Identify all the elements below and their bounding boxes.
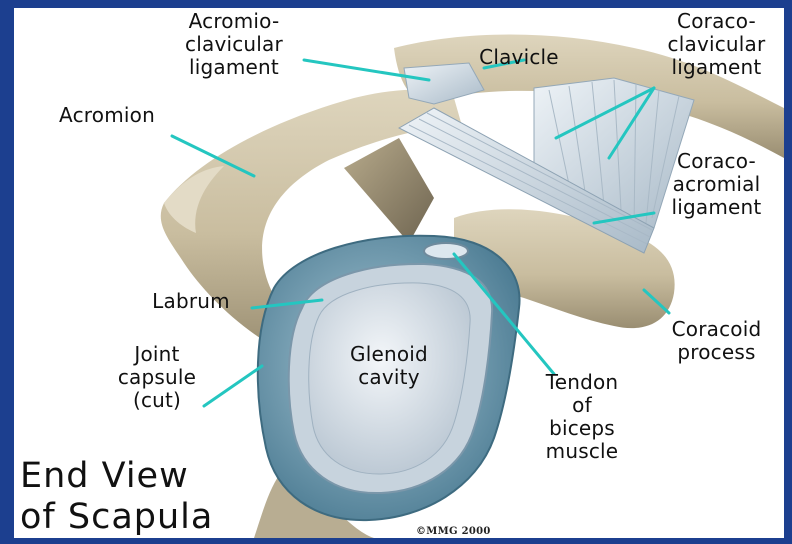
label-glenoid-cavity: Glenoid cavity — [319, 343, 459, 389]
label-coracoid-process: Coracoid process — [654, 318, 779, 364]
label-coracoclavicular-ligament: Coraco- clavicular ligament — [654, 10, 779, 79]
label-acromioclavicular-ligament: Acromio- clavicular ligament — [164, 10, 304, 79]
leader-joint-capsule — [204, 366, 262, 406]
biceps-tendon-origin — [424, 243, 468, 259]
copyright-notice: ©MMG 2000 — [416, 526, 491, 537]
label-clavicle: Clavicle — [469, 46, 569, 69]
scapula-spine-shadow — [344, 138, 434, 243]
label-labrum: Labrum — [126, 290, 256, 313]
diagram-panel: Acromio- clavicular ligament Clavicle Co… — [14, 8, 784, 538]
label-acromion: Acromion — [32, 104, 182, 127]
diagram-title: End View of Scapula — [20, 456, 300, 538]
acromioclavicular-ligament — [404, 63, 484, 104]
label-joint-capsule: Joint capsule (cut) — [102, 343, 212, 412]
label-tendon-of-biceps: Tendon of biceps muscle — [522, 371, 642, 463]
label-coracoacromial-ligament: Coraco- acromial ligament — [654, 150, 779, 219]
